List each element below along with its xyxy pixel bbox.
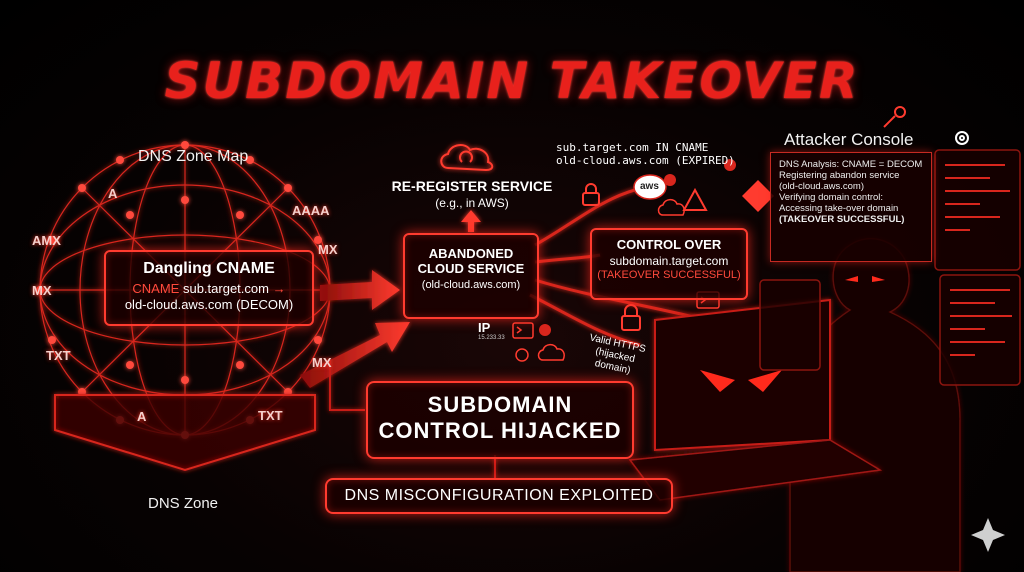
dns-zone-map-label: DNS Zone Map bbox=[138, 148, 249, 165]
console-line-3: (old-cloud.aws.com) bbox=[779, 181, 864, 192]
cname-note-line1: sub.target.com IN CNAME bbox=[556, 141, 709, 154]
console-title: Attacker Console bbox=[784, 130, 914, 149]
gear-small-icon bbox=[515, 348, 529, 362]
arrow-to-service-2 bbox=[300, 322, 410, 388]
console-line-5: Accessing take-over domain bbox=[779, 203, 899, 214]
arrow-to-service-1 bbox=[320, 270, 400, 310]
hijacked-box: SUBDOMAIN CONTROL HIJACKED bbox=[366, 381, 634, 459]
ip-label: IP bbox=[478, 320, 491, 335]
git-icon bbox=[742, 180, 774, 212]
control-line1: CONTROL OVER bbox=[616, 237, 722, 252]
exploited-text: DNS MISCONFIGURATION EXPLOITED bbox=[344, 487, 654, 504]
cname-host: sub.target.com bbox=[182, 281, 269, 296]
arrow-right-icon: → bbox=[272, 281, 286, 296]
console-line-1: DNS Analysis: CNAME = DECOM bbox=[779, 159, 923, 170]
record-amx: AMX bbox=[32, 233, 61, 248]
attacker-console: DNS Analysis: CNAME = DECOM Registering … bbox=[770, 152, 932, 262]
aws-icon bbox=[633, 174, 667, 200]
gear-icon bbox=[955, 131, 969, 145]
record-txt-bottom: TXT bbox=[258, 408, 283, 423]
record-aaaa: AAAA bbox=[292, 203, 330, 218]
cloud-icon bbox=[440, 144, 494, 172]
alert-dot-icons bbox=[539, 159, 736, 336]
exploited-box: DNS MISCONFIGURATION EXPLOITED bbox=[325, 478, 673, 514]
reregister-sub: (e.g., in AWS) bbox=[435, 196, 509, 210]
record-a-top: A bbox=[108, 186, 118, 201]
record-mx-bottom: MX bbox=[312, 355, 332, 370]
lock-icon bbox=[621, 304, 641, 331]
control-line3: (TAKEOVER SUCCESSFUL) bbox=[597, 269, 741, 281]
control-over-box: CONTROL OVER subdomain.target.com (TAKEO… bbox=[590, 228, 748, 300]
record-a-bottom: A bbox=[137, 409, 147, 424]
console-line-2: Registering abandon service bbox=[779, 170, 900, 181]
abandoned-line3: (old-cloud.aws.com) bbox=[421, 279, 521, 291]
cloud-small-icon bbox=[537, 198, 685, 361]
abandoned-service-box: ABANDONED CLOUD SERVICE (old-cloud.aws.c… bbox=[403, 233, 539, 319]
abandoned-line2: CLOUD SERVICE bbox=[417, 261, 525, 276]
cname-note: sub.target.com IN CNAME old-cloud.aws.co… bbox=[556, 141, 735, 167]
record-mx-right: MX bbox=[318, 242, 338, 257]
record-mx-left: MX bbox=[32, 283, 52, 298]
reregister-heading: RE-REGISTER SERVICE bbox=[391, 178, 553, 194]
dangling-cname-line2: old-cloud.aws.com (DECOM) bbox=[124, 297, 294, 312]
aws-label: aws bbox=[640, 181, 659, 192]
key-icon bbox=[883, 106, 906, 128]
console-line-6: (TAKEOVER SUCCESSFUL) bbox=[779, 214, 905, 225]
abandoned-line1: ABANDONED bbox=[428, 246, 514, 261]
control-line2: subdomain.target.com bbox=[609, 254, 729, 268]
ip-tag: IP 15.233.33 bbox=[478, 320, 505, 341]
dangling-cname-heading: Dangling CNAME bbox=[143, 260, 275, 277]
console-line-4: Verifying domain control: bbox=[779, 192, 884, 203]
sparkle-icon bbox=[971, 518, 1005, 552]
warning-icon bbox=[682, 187, 708, 211]
dangling-cname-line1: CNAME sub.target.com → bbox=[106, 281, 312, 296]
record-txt-left: TXT bbox=[46, 348, 71, 363]
screen-lines bbox=[945, 164, 1012, 356]
dns-zone-label: DNS Zone bbox=[148, 495, 219, 512]
ip-value: 15.233.33 bbox=[478, 335, 505, 341]
cname-keyword: CNAME bbox=[132, 281, 180, 296]
cname-note-line2: old-cloud.aws.com (EXPIRED) bbox=[556, 154, 735, 167]
reregister-block: RE-REGISTER SERVICE (e.g., in AWS) bbox=[388, 178, 556, 210]
dangling-cname-box: Dangling CNAME CNAME sub.target.com → ol… bbox=[104, 250, 314, 326]
page-title: SUBDOMAIN TAKEOVER bbox=[164, 52, 860, 110]
arrow-up-reregister bbox=[461, 210, 481, 232]
hijacked-line2: CONTROL HIJACKED bbox=[378, 418, 622, 443]
hijacked-line1: SUBDOMAIN bbox=[427, 392, 573, 417]
dns-zone-base bbox=[54, 394, 316, 472]
lock-icon-2 bbox=[582, 183, 600, 206]
